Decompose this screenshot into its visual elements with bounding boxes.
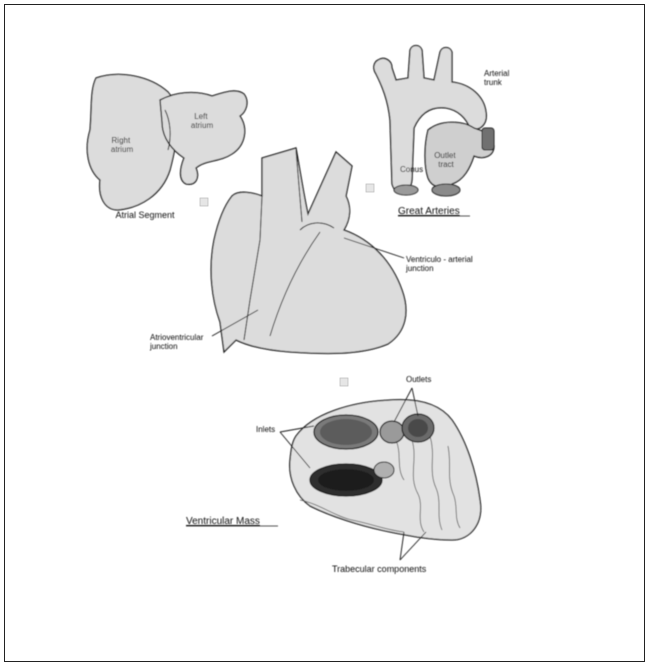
ventricular-mass-label: Ventricular Mass [186,516,260,527]
marker-box [340,378,348,386]
atrioventricular-junction-label: Atrioventricular junction [149,333,206,351]
left-atrium-shape [160,91,247,184]
great-arteries: Arterial trunk Outlet tract Conus Great … [374,46,512,218]
ventriculo-arterial-junction-label: Ventriculo - arterial junction [405,255,475,273]
right-atrium-label: Right atrium [111,136,134,154]
ventricular-mass: Inlets Outlets Ventricular Mass Trabecul… [186,375,481,574]
arterial-trunk-label: Arterial trunk [484,69,512,87]
marker-box [200,198,208,206]
atrial-segment: Right atrium Left atrium Atrial Segment [87,74,247,220]
ductus-stub [482,128,494,150]
outlets-label: Outlets [406,375,431,384]
heart-body-shape [211,148,406,354]
great-arteries-label: Great Arteries [398,206,460,217]
conus-label: Conus [400,165,423,174]
whole-heart: Ventriculo - arterial junction Atriovent… [149,148,475,354]
atrial-segment-label: Atrial Segment [115,210,175,220]
outlet-valve-1 [380,421,404,443]
marker-box [366,184,374,192]
trabecular-components-label: Trabecular components [332,564,427,574]
inlets-label: Inlets [256,425,275,434]
